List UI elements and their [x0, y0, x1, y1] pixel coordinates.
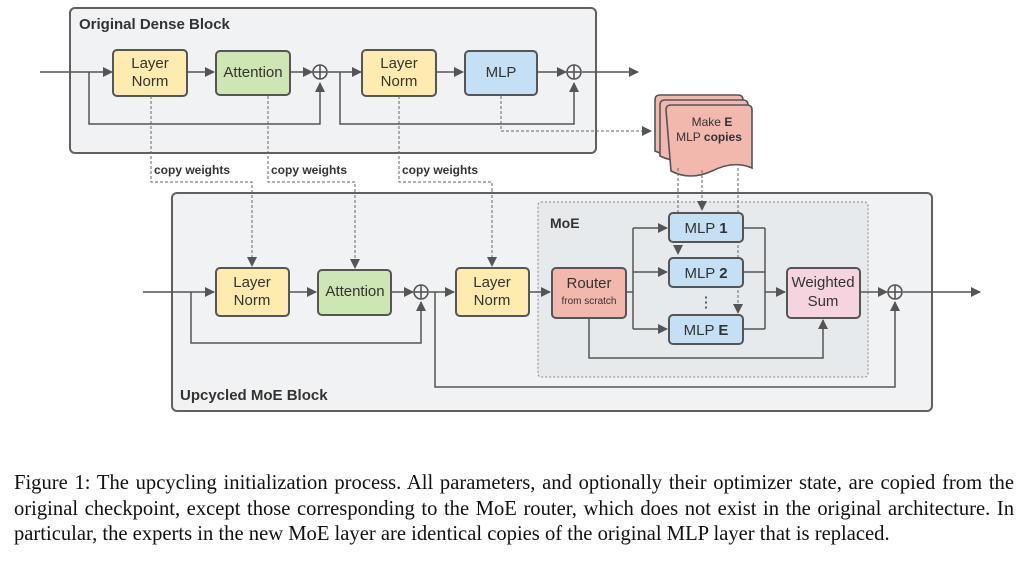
- dense-layer-norm-2: Layer Norm: [361, 49, 437, 97]
- moe-layer-norm-1: Layer Norm: [215, 267, 290, 317]
- label: E: [718, 322, 728, 339]
- dense-add-2: [566, 64, 582, 80]
- dense-layer-norm-1: Layer Norm: [112, 49, 188, 97]
- label: MLP: [684, 265, 719, 282]
- svg-text:Make E: Make E: [692, 115, 733, 129]
- dense-mlp: MLP: [464, 50, 538, 96]
- dense-attention: Attention: [215, 50, 291, 96]
- label: Layer: [233, 274, 271, 291]
- experts-ellipsis: ⋮: [699, 294, 714, 311]
- router: Router from scratch: [551, 267, 627, 319]
- figure-caption: Figure 1: The upcycling initialization p…: [14, 472, 1014, 545]
- label: Norm: [132, 73, 169, 90]
- expert-mlp-2: MLP 2: [668, 257, 744, 288]
- svg-text:MLP 2: MLP 2: [684, 265, 727, 282]
- svg-text:MLP 1: MLP 1: [684, 220, 727, 237]
- svg-text:MLP E: MLP E: [684, 322, 729, 339]
- label: from scratch: [561, 296, 616, 307]
- moe-block-title: Upcycled MoE Block: [180, 387, 328, 404]
- moe-layer-norm-2: Layer Norm: [455, 267, 530, 317]
- dense-add-1: [312, 64, 328, 80]
- label: MLP: [676, 130, 704, 144]
- upcycling-diagram: Original Dense Block Layer Norm Attentio…: [40, 7, 981, 412]
- moe-label: MoE: [550, 215, 580, 231]
- label: MLP: [684, 220, 719, 237]
- label: Norm: [474, 292, 511, 309]
- svg-text:MLP copies: MLP copies: [676, 130, 742, 144]
- make-copies-node: Make E MLP copies: [654, 94, 753, 177]
- label: Norm: [234, 292, 271, 309]
- label: E: [724, 115, 732, 129]
- mlp-copy-arrow: [500, 96, 652, 136]
- dense-block-title: Original Dense Block: [79, 16, 231, 33]
- copy-weights-label-2: copy weights: [271, 163, 347, 177]
- label: Layer: [131, 55, 169, 72]
- label: Layer: [473, 274, 511, 291]
- label: Layer: [380, 55, 418, 72]
- label: 2: [719, 265, 727, 282]
- dense-block-container: [69, 7, 597, 154]
- label: 1: [719, 220, 727, 237]
- label: Weighted: [791, 274, 854, 291]
- label: Norm: [381, 73, 418, 90]
- moe-attention: Attention: [317, 269, 392, 316]
- label: Attention: [325, 283, 384, 300]
- label: Router: [566, 275, 611, 292]
- label: Make: [692, 115, 725, 129]
- label: Sum: [808, 293, 839, 310]
- copy-weights-label-3: copy weights: [402, 163, 478, 177]
- label: MLP: [486, 64, 517, 81]
- label: MLP: [684, 322, 719, 339]
- expert-mlp-1: MLP 1: [668, 212, 744, 243]
- expert-mlp-e: MLP E: [668, 314, 744, 345]
- label: Attention: [223, 64, 282, 81]
- moe-add-2: [887, 284, 903, 300]
- moe-add-1: [413, 284, 429, 300]
- weighted-sum: Weighted Sum: [786, 267, 861, 319]
- copy-weights-label-1: copy weights: [154, 163, 230, 177]
- label: copies: [704, 130, 742, 144]
